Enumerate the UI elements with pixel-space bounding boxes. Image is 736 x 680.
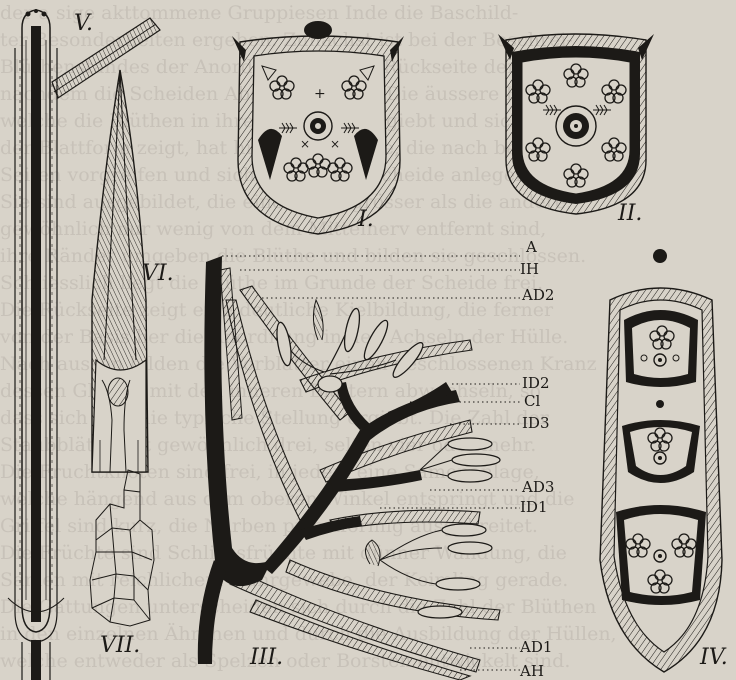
label-AD2: AD2	[521, 286, 554, 304]
figure-7-cell-tissue: VII.	[90, 470, 154, 658]
label-ID2: ID2	[522, 374, 550, 392]
label-IH: IH	[520, 260, 539, 278]
figure-4-label: IV.	[699, 645, 728, 670]
figure-2-label: II.	[617, 201, 642, 226]
label-ID3: ID3	[522, 414, 550, 432]
label-AH: AH	[519, 662, 544, 680]
figure-4-cross-sections: IV.	[600, 249, 728, 672]
figure-3-inflorescence: III.	[198, 256, 500, 680]
figure-5-label: V.	[74, 11, 93, 36]
label-Cl: Cl	[524, 392, 540, 410]
label-A: A	[525, 238, 537, 256]
svg-text:×: ×	[330, 137, 340, 151]
zone-labels: A IH AD2 ID2 Cl ID3 AD3 ID1 AD1 AH	[519, 238, 554, 680]
svg-text:+: +	[314, 86, 326, 102]
figure-3-label: III.	[249, 645, 283, 670]
figure-1-floral-diagram: + × × I.	[232, 21, 404, 234]
label-ID1: ID1	[520, 498, 548, 516]
label-AD1: AD1	[519, 638, 552, 656]
figure-6-label: VI.	[142, 261, 174, 286]
figure-6-bract: VI.	[92, 70, 174, 472]
figure-1-label: I.	[357, 207, 374, 232]
label-AD3: AD3	[521, 478, 554, 496]
figure-7-label: VII.	[100, 633, 140, 658]
figure-2-floral-diagram: II.	[498, 34, 654, 226]
svg-text:×: ×	[300, 137, 310, 151]
